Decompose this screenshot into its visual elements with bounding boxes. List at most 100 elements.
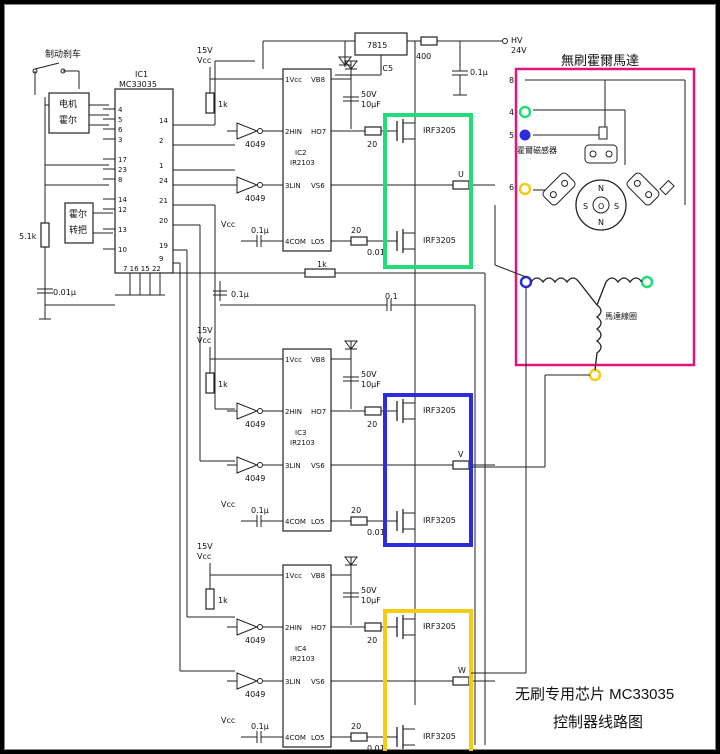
coil-winding-a xyxy=(530,277,598,306)
cap-01u-top: 0.1μ xyxy=(470,68,488,77)
driver-ic-part: IR2103 xyxy=(290,439,315,447)
cap-001-low-label: 0.01 xyxy=(367,528,385,537)
caption-line1: 无刷专用芯片 MC33035 xyxy=(515,686,674,703)
caption: 无刷专用芯片 MC33035 控制器线路图 xyxy=(515,686,674,731)
ic1-right-pin: 19 xyxy=(159,242,168,250)
motor-section: 無刷霍爾馬達 8 4 5 6 霍爾磁感器 N N S S O xyxy=(471,54,696,674)
driver-pin-left: 4COM xyxy=(285,238,306,246)
mosfet-highlight-v xyxy=(383,393,473,547)
driver-pin-right: VS6 xyxy=(311,678,325,686)
r-20-low-label: 20 xyxy=(351,506,361,515)
ic1-right-pin: 24 xyxy=(159,177,168,185)
vcc-15v-label: 15V xyxy=(197,46,213,55)
driver-ic-part: IR2103 xyxy=(290,159,315,167)
driver-ic-ic3 xyxy=(282,348,332,532)
ic1-right-pin: 20 xyxy=(159,217,168,225)
resistor-5k1-label: 5.1k xyxy=(19,232,37,241)
ic1-left-pin: 12 xyxy=(118,206,127,214)
driver-pin-left: 4COM xyxy=(285,518,306,526)
rotor-s-left: S xyxy=(583,202,588,211)
driver-pin-left: 4COM xyxy=(285,734,306,742)
r-20-high-label: 20 xyxy=(367,420,377,429)
driver-pin-right: VB8 xyxy=(311,572,325,580)
vcc-label: Vcc xyxy=(197,552,211,561)
schematic-sheet: 7815 IC5 400 HV 24V 0.1μ 制动刹车 电机 霍尔 xyxy=(4,4,716,754)
driver-ic-ic2 xyxy=(282,68,332,252)
motor-pin-5: 5 xyxy=(509,131,514,140)
inverter-label: 4049 xyxy=(245,140,265,149)
ic1-right-pin: 14 xyxy=(159,117,168,125)
cap-001-low-label: 0.01 xyxy=(367,248,385,257)
driver-pin-right: VB8 xyxy=(311,76,325,84)
vcc-com-label: Vcc xyxy=(221,220,235,229)
ic1-left-pin: 23 xyxy=(118,166,127,174)
mosfet-highlight-u xyxy=(383,113,473,269)
r-20-low-label: 20 xyxy=(351,722,361,731)
cap-001-label: 0.01μ xyxy=(53,288,76,297)
inverter-label: 4049 xyxy=(245,690,265,699)
hall-handle-text2: 转把 xyxy=(69,224,87,236)
motor-hall-block xyxy=(48,92,90,134)
cap-10uf-label: 10μF xyxy=(361,100,381,109)
hall-handle-text1: 霍尔 xyxy=(69,208,87,220)
motor-pin-8: 8 xyxy=(509,76,514,85)
driver-pin-left: 3LIN xyxy=(285,678,301,686)
driver-pin-left: 1Vcc xyxy=(285,572,302,580)
hall-sensor-top xyxy=(584,126,618,164)
motor-hall-text2: 霍尔 xyxy=(59,114,77,126)
driver-pin-right: HO7 xyxy=(311,408,326,416)
driver-pin-left: 2HIN xyxy=(285,128,302,136)
vcc-15v-label: 15V xyxy=(197,326,213,335)
mosfet-label: IRF3205 xyxy=(423,732,456,741)
driver-pin-left: 2HIN xyxy=(285,408,302,416)
cap-001-low-label: 0.01 xyxy=(367,744,385,751)
hv-voltage: 24V xyxy=(511,46,527,55)
vcc-com-label: Vcc xyxy=(221,500,235,509)
cap-50v-label: 50V xyxy=(361,370,377,379)
ic1-left-pin: 5 xyxy=(118,116,122,124)
rotor-s-right: S xyxy=(614,202,619,211)
schematic-diagram: 7815 IC5 400 HV 24V 0.1μ 制动刹车 电机 霍尔 xyxy=(19,32,696,754)
driver-ic-name: IC3 xyxy=(295,429,306,437)
driver-pin-right: LO5 xyxy=(311,518,325,526)
cap-01u-com-label: 0.1μ xyxy=(251,722,269,731)
cap-01u-com-label: 0.1μ xyxy=(251,226,269,235)
ic1-name: IC1 xyxy=(135,70,148,79)
terminal-5-blue xyxy=(519,129,531,141)
r-20-high-label: 20 xyxy=(367,140,377,149)
r-1k-mid-label: 1k xyxy=(317,260,327,269)
motor-title: 無刷霍爾馬達 xyxy=(561,54,639,69)
driver-pin-left: 1Vcc xyxy=(285,76,302,84)
coil-label: 馬達線圈 xyxy=(605,311,637,321)
hall-handle-block xyxy=(64,202,94,244)
inverter-label: 4049 xyxy=(245,420,265,429)
driver-pin-right: LO5 xyxy=(311,238,325,246)
rotor-n-bottom: N xyxy=(598,218,604,227)
driver-ic-ic4 xyxy=(282,564,332,748)
vcc-com-label: Vcc xyxy=(221,716,235,725)
inverter-label: 4049 xyxy=(245,194,265,203)
caption-line2: 控制器线路图 xyxy=(553,714,643,731)
mosfet-highlight-w xyxy=(383,609,473,754)
brake-label: 制动刹车 xyxy=(45,48,81,60)
ic1-left-pin: 17 xyxy=(118,156,127,164)
coil-winding-b xyxy=(596,277,643,306)
mosfet-label: IRF3205 xyxy=(423,406,456,415)
ic1-left-pin: 10 xyxy=(118,246,127,254)
r-20-low-label: 20 xyxy=(351,226,361,235)
driver-pin-left: 1Vcc xyxy=(285,356,302,364)
driver-ic-name: IC4 xyxy=(295,645,307,653)
vcc-15v-label: 15V xyxy=(197,542,213,551)
driver-pin-left: 2HIN xyxy=(285,624,302,632)
coil-winding-c xyxy=(594,304,602,371)
r-1k-label: 1k xyxy=(218,596,228,605)
cap-50v-label: 50V xyxy=(361,586,377,595)
terminal-6-yellow xyxy=(518,182,532,196)
ic1-left-pin: 14 xyxy=(118,196,127,204)
